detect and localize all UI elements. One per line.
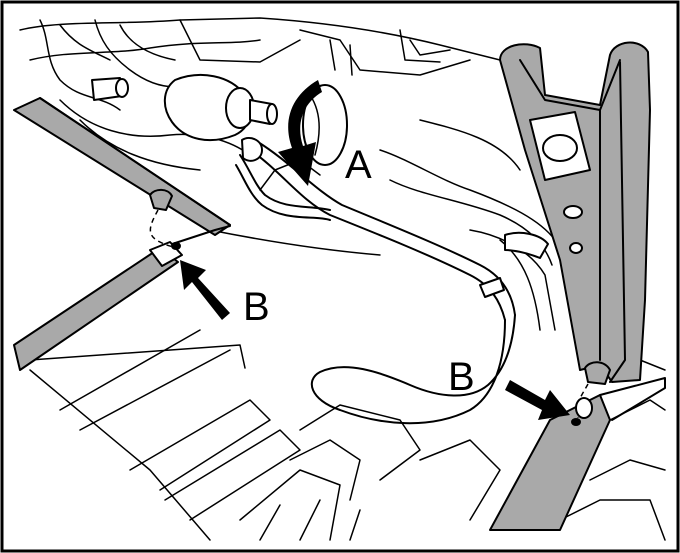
pointer-arrow-left-b <box>180 260 230 320</box>
right-bracket-assembly <box>489 41 666 531</box>
rotation-arrow-a <box>278 80 322 186</box>
left-rod-assembly <box>13 97 231 371</box>
engine-bay-background <box>19 17 666 541</box>
callout-label-b-left: B <box>243 285 270 329</box>
pointer-arrow-right-b <box>505 380 570 420</box>
hose-loop <box>310 314 516 425</box>
callout-label-b-right: B <box>448 355 475 399</box>
callout-label-a: A <box>345 143 372 187</box>
